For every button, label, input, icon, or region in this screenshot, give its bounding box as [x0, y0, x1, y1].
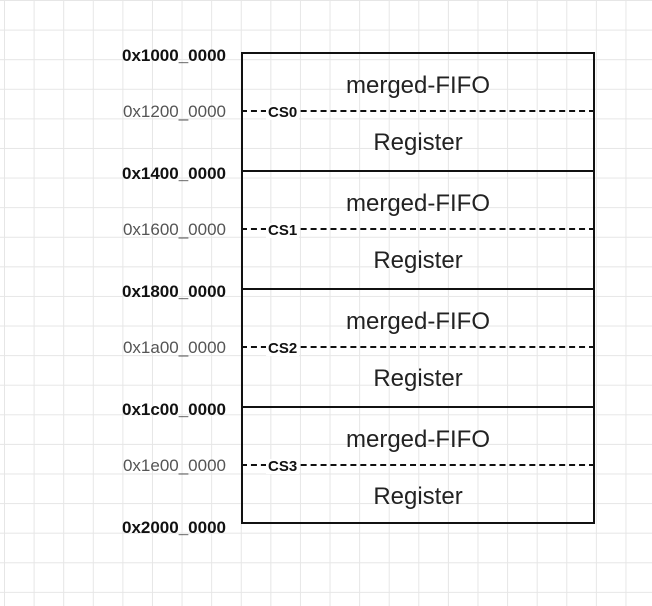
cs-label: CS2: [266, 340, 300, 357]
end-address: 0x2000_0000: [121, 518, 226, 537]
region-bottom-label: Register: [373, 129, 463, 156]
region-bottom-label: Register: [373, 365, 463, 392]
cs-dashed-line: [241, 346, 595, 348]
boundary-address: 0x1800_0000: [121, 282, 226, 301]
region-top-label: merged-FIFO: [345, 426, 491, 453]
region-bottom-label: Register: [373, 483, 463, 510]
region-top-label: merged-FIFO: [345, 190, 491, 217]
cs-address: 0x1600_0000: [122, 220, 226, 239]
region-divider: [241, 288, 595, 290]
region-top-label: merged-FIFO: [345, 72, 491, 99]
cs-label: CS3: [266, 458, 300, 475]
region-top-label: merged-FIFO: [345, 308, 491, 335]
boundary-address: 0x1c00_0000: [121, 400, 226, 419]
cs-address: 0x1200_0000: [122, 102, 226, 121]
cs-address: 0x1e00_0000: [122, 456, 226, 475]
boundary-address: 0x1400_0000: [121, 164, 226, 183]
cs-dashed-line: [241, 228, 595, 230]
region-divider: [241, 170, 595, 172]
cs-address: 0x1a00_0000: [122, 338, 226, 357]
region-bottom-label: Register: [373, 247, 463, 274]
cs-dashed-line: [241, 110, 595, 112]
boundary-address: 0x1000_0000: [121, 46, 226, 65]
cs-dashed-line: [241, 464, 595, 466]
region-divider: [241, 406, 595, 408]
cs-label: CS0: [266, 104, 300, 121]
cs-label: CS1: [266, 222, 300, 239]
